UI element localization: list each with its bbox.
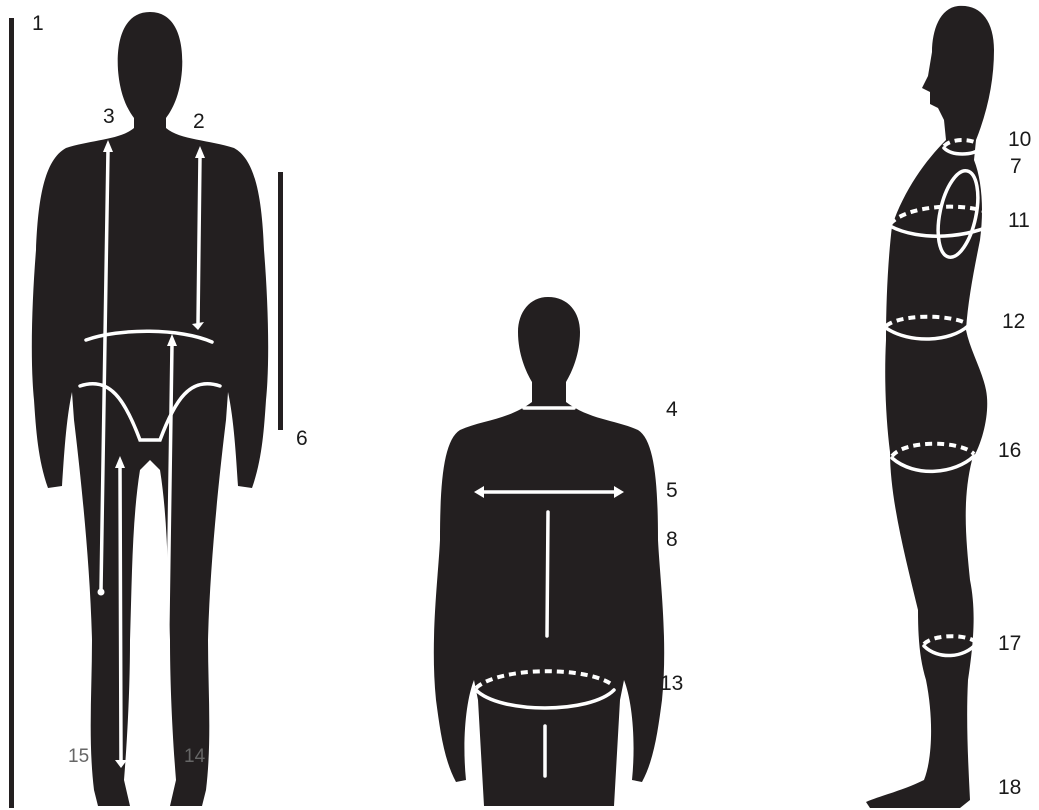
label-2: 2	[193, 110, 205, 133]
arrowtail-14	[160, 752, 172, 760]
front-arrow-15	[120, 466, 121, 760]
label-18: 18	[998, 776, 1021, 799]
label-1: 1	[32, 12, 44, 35]
back-figure: 4 5 8 13	[434, 297, 684, 806]
label-13: 13	[660, 672, 683, 695]
front-leg-gap	[140, 464, 160, 536]
label-17: 17	[998, 632, 1021, 655]
front-silhouette	[32, 12, 268, 806]
label-11: 11	[1008, 209, 1030, 232]
front-arrow-2	[198, 156, 200, 324]
label-7: 7	[1010, 155, 1022, 178]
label-16: 16	[998, 439, 1021, 462]
side-figure: 10 7 11 12 16 17 18	[866, 6, 1031, 808]
label-10: 10	[1008, 128, 1031, 151]
torso-length-bar	[278, 172, 283, 430]
side-silhouette	[866, 6, 994, 808]
label-15: 15	[68, 746, 89, 767]
label-3: 3	[103, 105, 115, 128]
label-5: 5	[666, 479, 678, 502]
arrow-end-3	[98, 589, 105, 596]
label-6: 6	[296, 427, 308, 450]
back-length-line	[547, 512, 548, 636]
label-14: 14	[184, 746, 206, 767]
label-8: 8	[666, 528, 678, 551]
front-figure: 1 3 2 6 15 14	[9, 12, 308, 808]
label-4: 4	[666, 398, 678, 421]
height-bar	[9, 18, 14, 808]
label-12: 12	[1002, 310, 1025, 333]
